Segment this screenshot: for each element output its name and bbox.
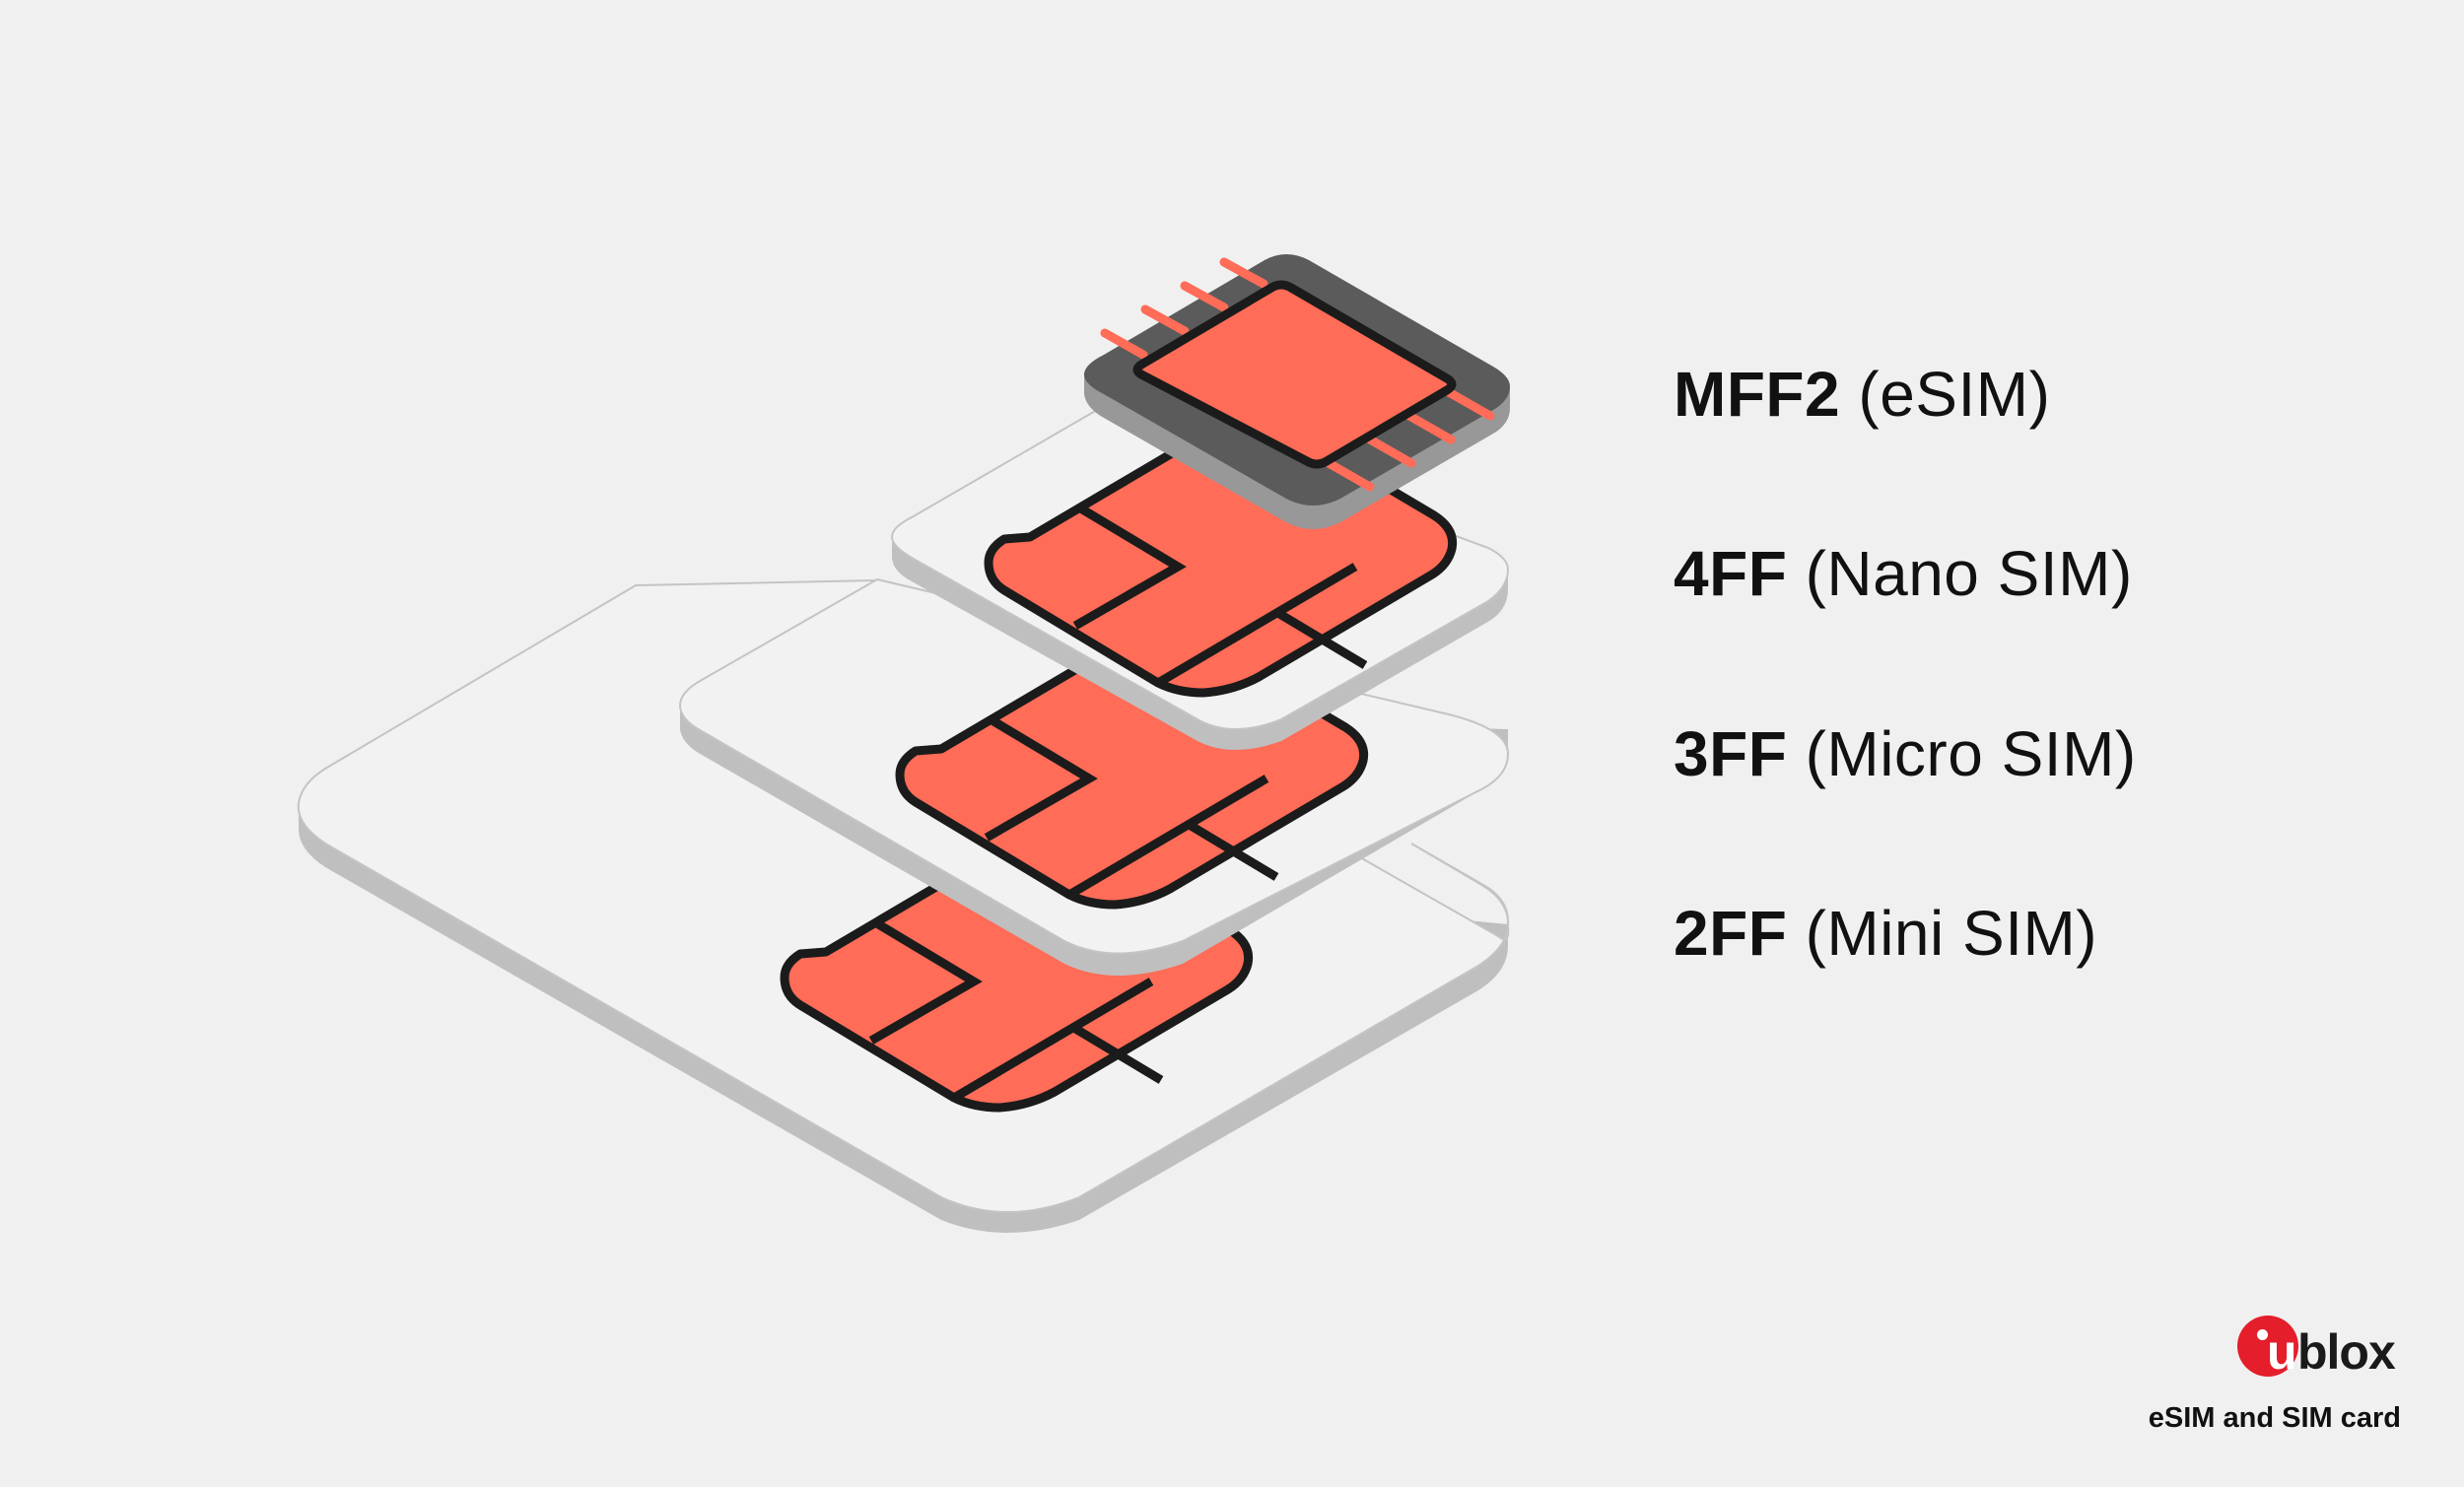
- ublox-logo: u blox: [2237, 1311, 2405, 1380]
- label-3ff-micro-sim: 3FF (Micro SIM): [1674, 722, 2137, 785]
- label-name: (Micro SIM): [1805, 718, 2137, 789]
- label-code: 3FF: [1674, 718, 1788, 789]
- figure-caption: eSIM and SIM card: [2148, 1402, 2401, 1434]
- card-3ff-micro-sim: [678, 577, 1510, 976]
- label-code: 2FF: [1674, 898, 1788, 969]
- label-mff2-esim: MFF2 (eSIM): [1674, 363, 2050, 426]
- logo-wordmark: blox: [2297, 1324, 2396, 1380]
- label-name: (eSIM): [1858, 359, 2051, 430]
- label-name: (Mini SIM): [1805, 898, 2098, 969]
- logo-red-circle-icon: [2237, 1316, 2298, 1377]
- card-4ff-nano-sim: [890, 404, 1510, 750]
- label-code: MFF2: [1674, 359, 1841, 430]
- label-2ff-mini-sim: 2FF (Mini SIM): [1674, 902, 2097, 965]
- label-code: 4FF: [1674, 538, 1788, 609]
- label-4ff-nano-sim: 4FF (Nano SIM): [1674, 542, 2133, 605]
- chip-mff2-esim: [1084, 254, 1510, 529]
- logo-u: u: [2267, 1324, 2297, 1380]
- label-name: (Nano SIM): [1805, 538, 2133, 609]
- logo-dot-icon: [2257, 1329, 2268, 1340]
